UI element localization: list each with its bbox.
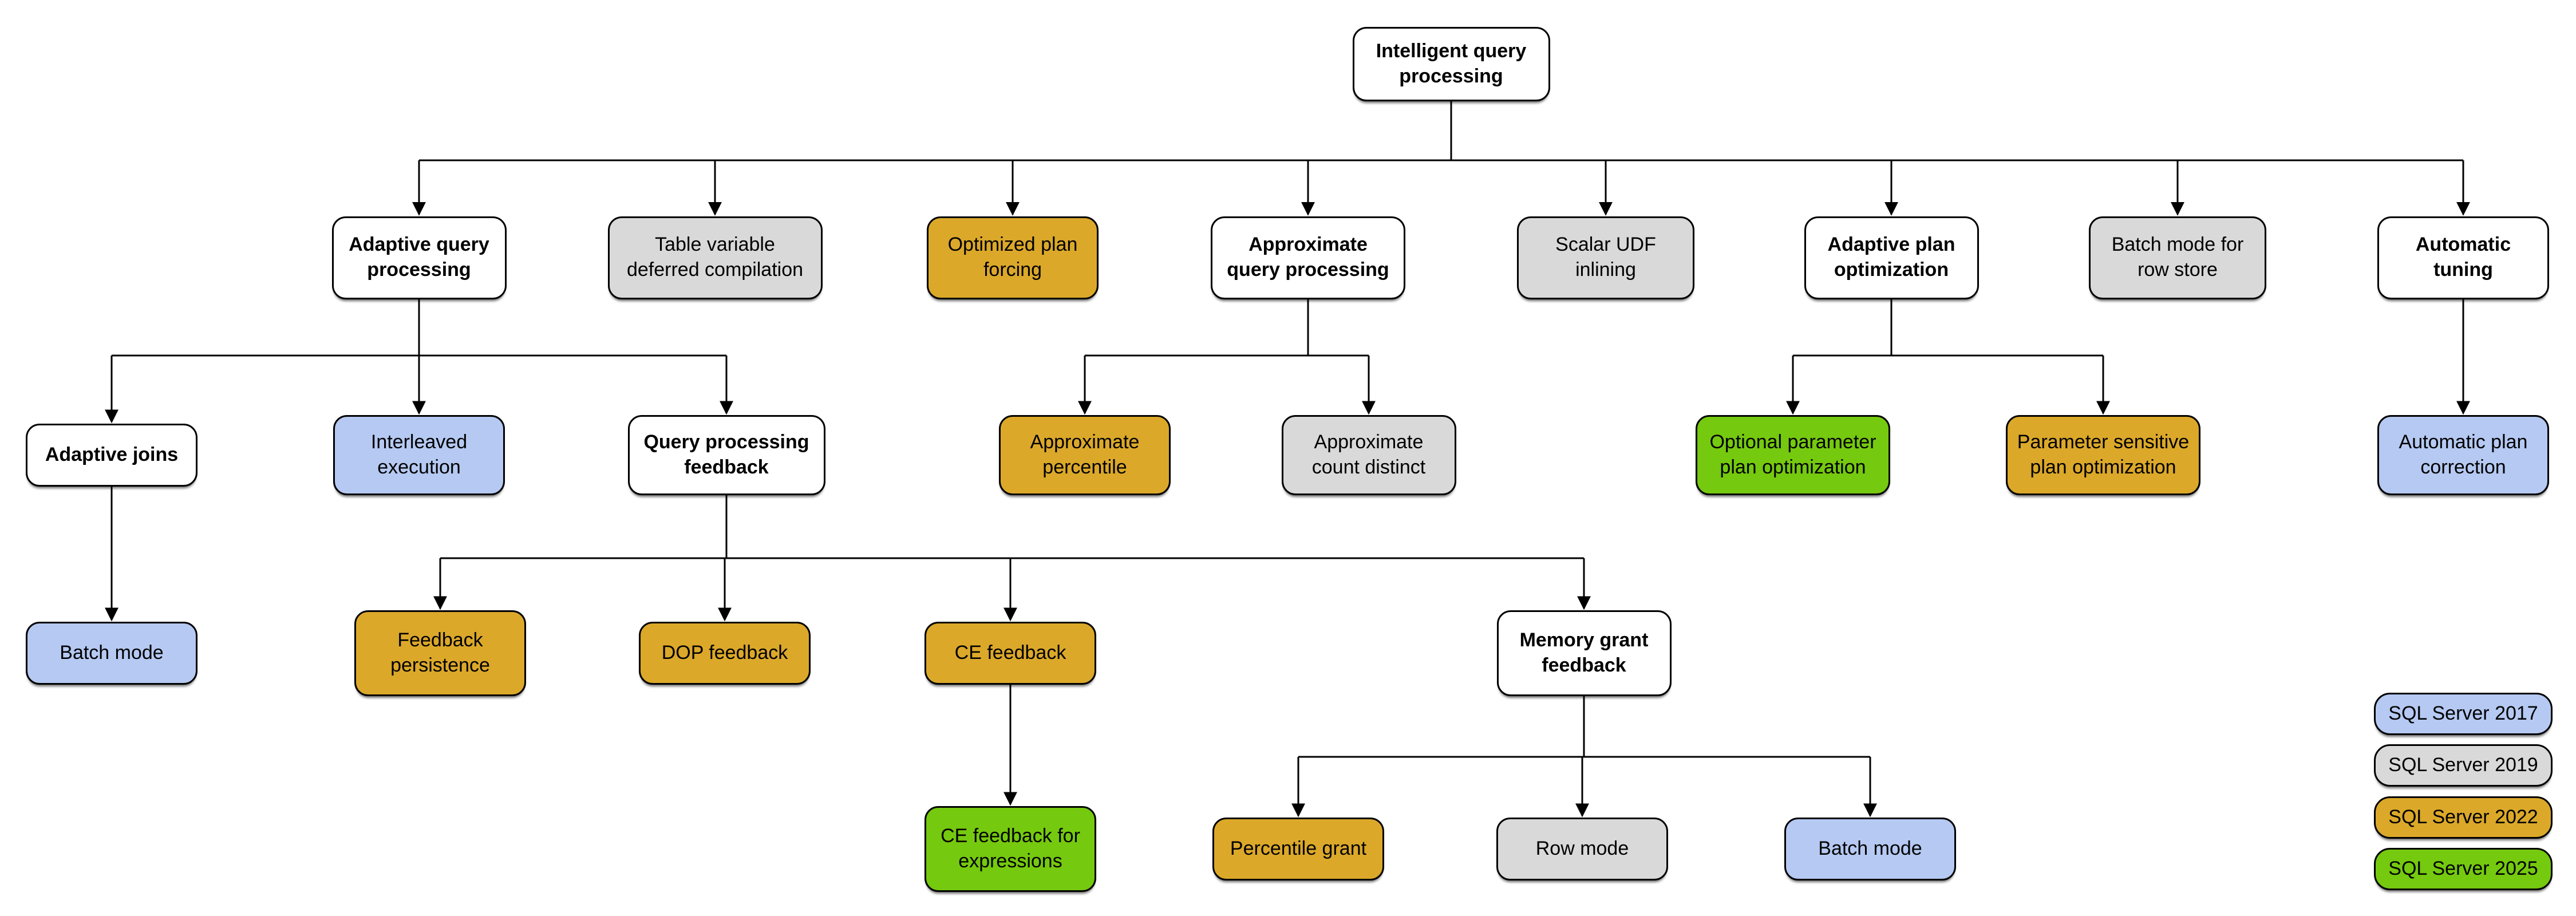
node-query-processing-feedback: Query processing feedback (627, 415, 825, 495)
node-scalar-udf-inlining: Scalar UDF inlining (1517, 216, 1694, 299)
node-batch-mode-row5-label: Batch mode (1818, 838, 1922, 860)
node-automatic-plan-correction: Automatic plan correction (2377, 415, 2549, 495)
legend-sql-server-2022: SQL Server 2022 (2374, 796, 2553, 839)
node-approximate-count-distinct: Approximate count distinct (1281, 415, 1456, 495)
node-optimized-plan-forcing-label: Optimized plan forcing (947, 234, 1078, 281)
legend-sql-server-2022-label: SQL Server 2022 (2388, 806, 2538, 828)
legend-sql-server-2019-label: SQL Server 2019 (2388, 754, 2538, 776)
node-intelligent-query-processing-label: Intelligent query processing (1376, 40, 1527, 87)
node-approximate-count-distinct-label: Approximate count distinct (1311, 431, 1426, 478)
node-optional-parameter-plan-optimization-label: Optional parameter plan optimization (1709, 431, 1876, 478)
node-automatic-tuning: Automatic tuning (2377, 216, 2549, 299)
legend-sql-server-2017: SQL Server 2017 (2374, 693, 2553, 735)
node-approximate-percentile: Approximate percentile (999, 415, 1171, 495)
node-adaptive-query-processing: Adaptive query processing (331, 216, 507, 299)
node-parameter-sensitive-plan-optimization: Parameter sensitive plan optimization (2006, 415, 2200, 495)
node-interleaved-execution: Interleaved execution (333, 415, 505, 495)
legend-sql-server-2017-label: SQL Server 2017 (2388, 702, 2538, 725)
legend-sql-server-2025-label: SQL Server 2025 (2388, 858, 2538, 880)
node-optional-parameter-plan-optimization: Optional parameter plan optimization (1696, 415, 1890, 495)
node-adaptive-plan-optimization: Adaptive plan optimization (1804, 216, 1979, 299)
node-feedback-persistence-label: Feedback persistence (390, 629, 490, 676)
node-ce-feedback-label: CE feedback (954, 642, 1066, 664)
node-adaptive-joins-label: Adaptive joins (45, 444, 179, 466)
node-intelligent-query-processing: Intelligent query processing (1352, 27, 1550, 101)
node-approximate-query-processing-label: Approximate query processing (1227, 234, 1389, 281)
node-batch-mode-row4-label: Batch mode (60, 642, 164, 664)
node-approximate-query-processing: Approximate query processing (1211, 216, 1405, 299)
legend-sql-server-2019: SQL Server 2019 (2374, 744, 2553, 787)
node-interleaved-execution-label: Interleaved execution (370, 431, 468, 478)
node-memory-grant-feedback-label: Memory grant feedback (1519, 629, 1649, 676)
node-dop-feedback: DOP feedback (639, 622, 811, 685)
node-table-variable-deferred-compilation-label: Table variable deferred compilation (626, 234, 804, 281)
node-dop-feedback-label: DOP feedback (661, 642, 788, 664)
node-batch-mode-for-row-store: Batch mode for row store (2089, 216, 2266, 299)
node-parameter-sensitive-plan-optimization-label: Parameter sensitive plan optimization (2017, 431, 2190, 478)
node-ce-feedback-for-expressions-label: CE feedback for expressions (941, 825, 1080, 872)
node-adaptive-query-processing-label: Adaptive query processing (349, 234, 489, 281)
node-memory-grant-feedback: Memory grant feedback (1496, 610, 1672, 696)
legend-sql-server-2025: SQL Server 2025 (2374, 848, 2553, 890)
node-query-processing-feedback-label: Query processing feedback (643, 431, 809, 478)
node-percentile-grant-label: Percentile grant (1230, 838, 1367, 860)
node-table-variable-deferred-compilation: Table variable deferred compilation (607, 216, 823, 299)
node-adaptive-plan-optimization-label: Adaptive plan optimization (1827, 234, 1955, 281)
node-optimized-plan-forcing: Optimized plan forcing (927, 216, 1099, 299)
node-batch-mode-for-row-store-label: Batch mode for row store (2111, 234, 2244, 281)
node-scalar-udf-inlining-label: Scalar UDF inlining (1555, 234, 1656, 281)
node-ce-feedback: CE feedback (924, 622, 1096, 685)
node-ce-feedback-for-expressions: CE feedback for expressions (924, 806, 1096, 892)
node-row-mode-label: Row mode (1535, 838, 1629, 860)
node-approximate-percentile-label: Approximate percentile (1030, 431, 1140, 478)
node-batch-mode-row5: Batch mode (1784, 818, 1956, 881)
node-row-mode: Row mode (1496, 818, 1668, 881)
node-automatic-plan-correction-label: Automatic plan correction (2399, 431, 2528, 478)
node-feedback-persistence: Feedback persistence (354, 610, 526, 696)
node-automatic-tuning-label: Automatic tuning (2415, 234, 2511, 281)
node-percentile-grant: Percentile grant (1212, 818, 1384, 881)
node-batch-mode-row4: Batch mode (26, 622, 197, 685)
node-adaptive-joins: Adaptive joins (26, 424, 197, 487)
